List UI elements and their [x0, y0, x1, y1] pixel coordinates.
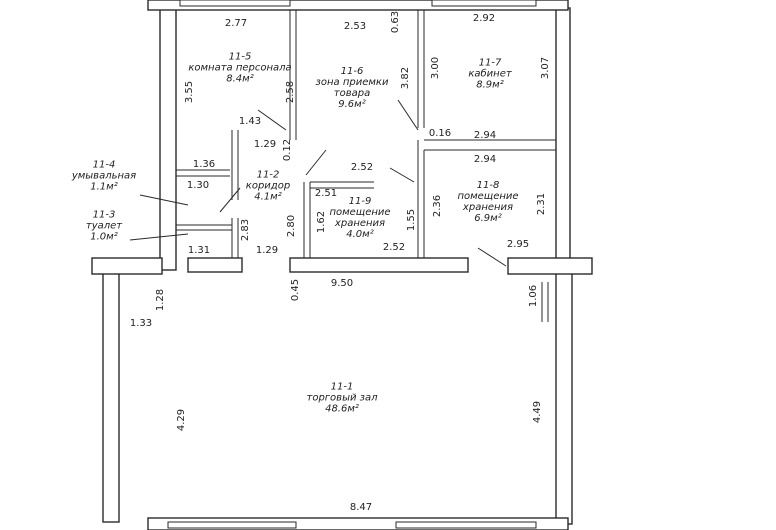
- dim-label: 3.00: [430, 56, 441, 80]
- leader-line: [305, 149, 327, 176]
- dim-label: 1.29: [255, 245, 279, 256]
- wall-left-upper: [159, 7, 177, 271]
- dim-label: 1.30: [186, 180, 210, 191]
- dim-label: 1.55: [406, 208, 417, 232]
- window-bottom-1: [167, 521, 297, 529]
- leader-line: [139, 194, 189, 206]
- dim-label: 1.29: [253, 139, 277, 150]
- leader-line: [389, 167, 415, 183]
- room-11-5: 11-5 комната персонала 8.4м²: [188, 51, 292, 85]
- leader-line: [219, 187, 241, 213]
- dim-label: 2.77: [224, 18, 248, 29]
- wall-mid: [289, 257, 469, 273]
- wall-small-left: [187, 257, 243, 273]
- dim-label: 1.28: [155, 288, 166, 312]
- dim-label: 0.12: [282, 138, 293, 162]
- dim-label: 1.62: [316, 210, 327, 234]
- dim-label: 3.82: [400, 66, 411, 90]
- wall-top: [147, 0, 569, 11]
- wall-left-step: [91, 257, 163, 275]
- wall-left-lower: [102, 261, 120, 523]
- window-top-1: [179, 0, 291, 7]
- room-11-1: 11-1 торговый зал 48.6м²: [306, 381, 378, 415]
- dim-label: 2.52: [350, 162, 374, 173]
- dim-label: 2.31: [536, 192, 547, 216]
- dim-label: 3.07: [540, 56, 551, 80]
- dim-label: 2.95: [506, 239, 530, 250]
- dim-label: 0.16: [428, 128, 452, 139]
- leader-line: [257, 109, 287, 131]
- wall-right-step: [507, 257, 593, 275]
- dim-label: 0.45: [290, 278, 301, 302]
- window-bottom-2: [395, 521, 537, 529]
- dim-label: 4.49: [532, 400, 543, 424]
- dim-label: 8.47: [349, 502, 373, 513]
- room-11-8: 11-8 помещение хранения 6.9м²: [457, 180, 519, 224]
- dim-label: 9.50: [330, 278, 354, 289]
- window-top-2: [431, 0, 537, 7]
- dim-label: 2.94: [473, 154, 497, 165]
- dim-label: 0.63: [390, 10, 401, 34]
- dim-label: 2.80: [286, 214, 297, 238]
- wall-right-upper: [555, 7, 571, 271]
- leader-line: [397, 99, 419, 131]
- dim-label: 2.83: [240, 218, 251, 242]
- room-11-3: 11-3 туалет 1.0м²: [85, 209, 123, 243]
- leader-line: [477, 247, 507, 267]
- dim-label: 2.52: [382, 242, 406, 253]
- room-11-2: 11-2 коридор 4.1м²: [245, 169, 291, 203]
- dim-label: 2.58: [285, 80, 296, 104]
- dim-label: 2.94: [473, 130, 497, 141]
- dim-label: 2.53: [343, 21, 367, 32]
- wall-right-lower: [555, 261, 573, 525]
- dim-label: 2.51: [314, 188, 338, 199]
- room-11-4: 11-4 умывальная 1.1м²: [71, 159, 137, 193]
- room-11-6: 11-6 зона приемки товара 9.6м²: [315, 66, 389, 110]
- room-11-9: 11-9 помещение хранения 4.0м²: [329, 196, 391, 240]
- leader-line: [129, 233, 189, 241]
- dim-label: 1.31: [187, 245, 211, 256]
- dim-label: 2.92: [472, 13, 496, 24]
- dim-label: 1.06: [528, 284, 539, 308]
- room-11-7: 11-7 кабинет 8.9м²: [468, 57, 512, 91]
- dim-label: 3.55: [184, 80, 195, 104]
- dim-label: 4.29: [176, 408, 187, 432]
- dim-label: 2.36: [432, 194, 443, 218]
- dim-label: 1.43: [238, 116, 262, 127]
- dim-label: 1.33: [129, 318, 153, 329]
- dim-label: 1.36: [192, 159, 216, 170]
